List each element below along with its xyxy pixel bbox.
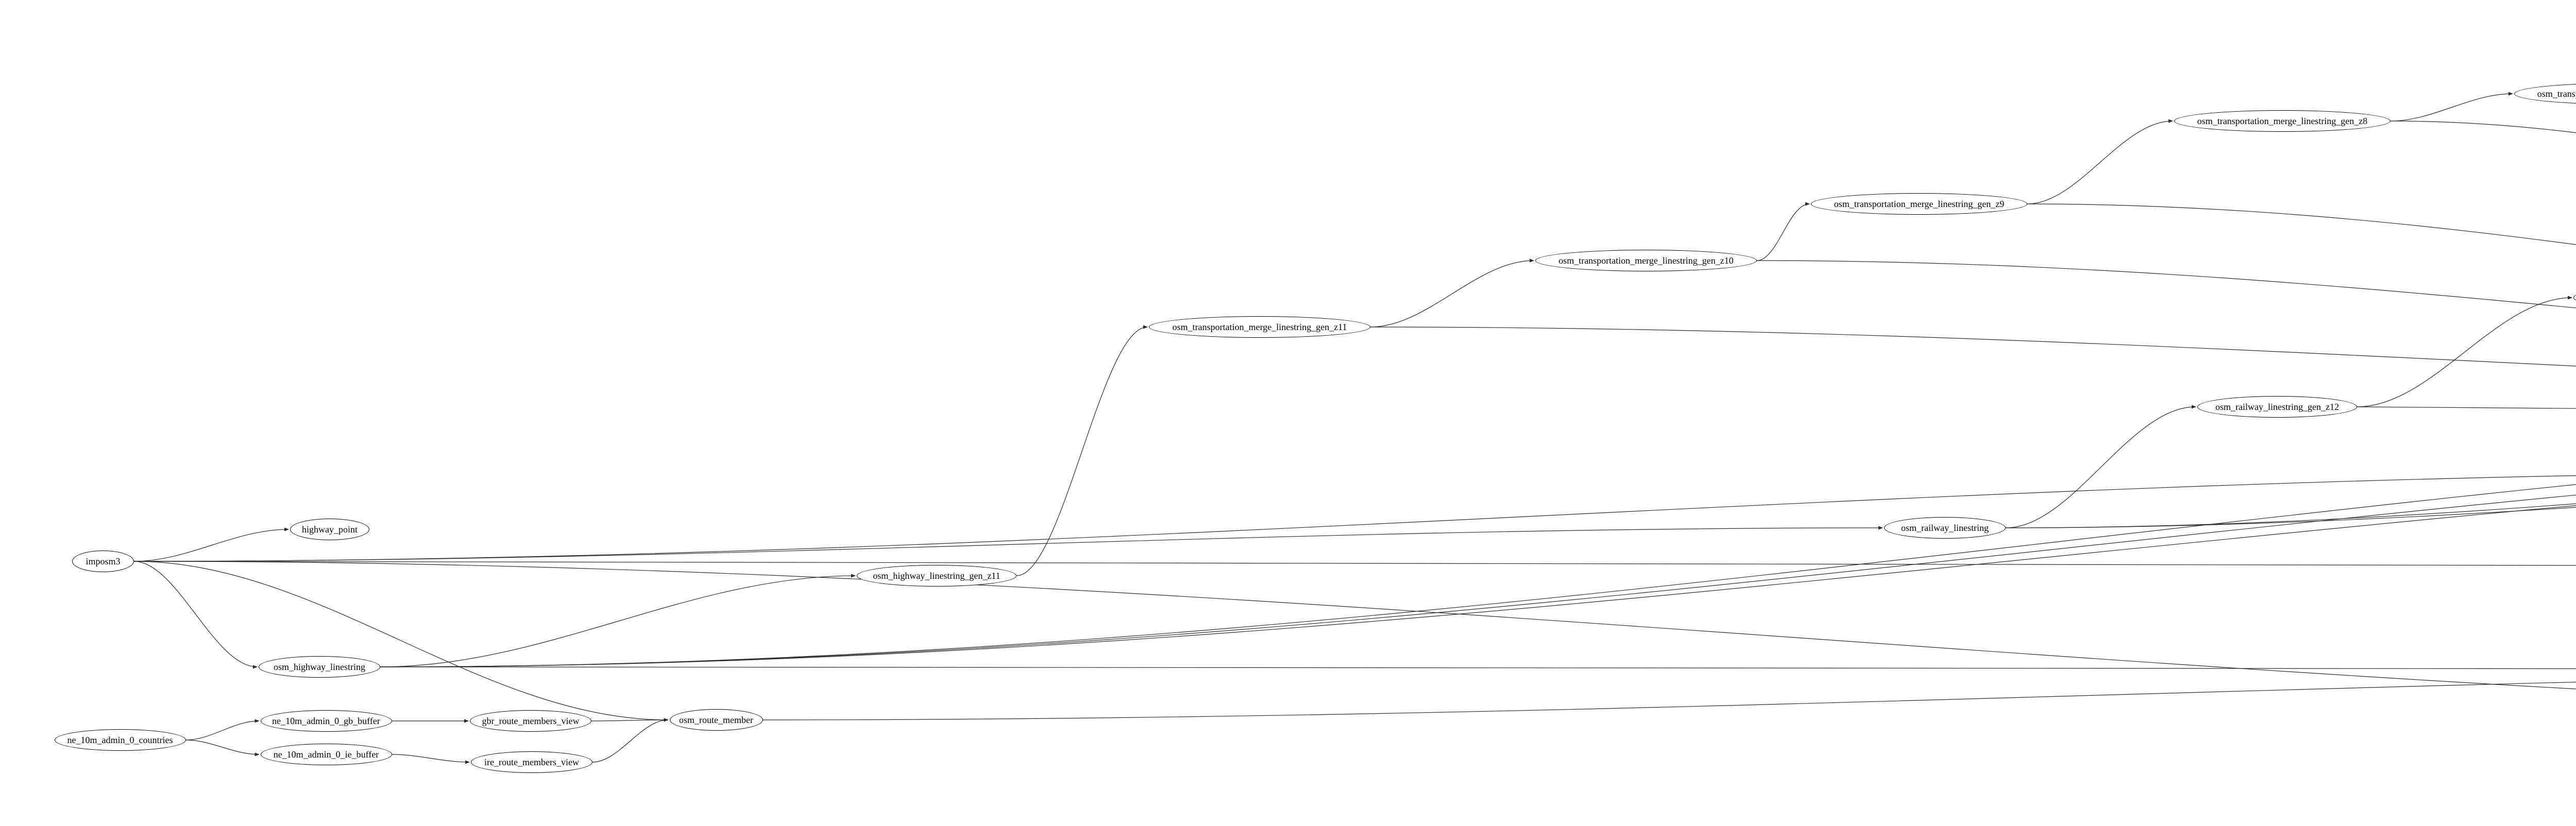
node-imposm3: imposm3: [72, 550, 134, 572]
edge-ie-to-irv: [392, 754, 470, 764]
edge-imposm3-to-aer: [133, 561, 2576, 566]
edge-r12-to-r11: [2357, 296, 2572, 407]
edge-hwy-to-h11: [380, 574, 856, 667]
node-rm: osm_route_member: [669, 709, 763, 731]
node-mz9: osm_transportation_merge_linestring_gen_…: [1811, 193, 2027, 215]
node-mz11: osm_transportation_merge_linestring_gen_…: [1149, 316, 1370, 338]
edge-mz8-to-mz7: [2390, 92, 2513, 122]
edge-irv-to-rm: [592, 718, 669, 763]
edge-imposm3-to-rm: [133, 561, 669, 722]
node-label: osm_transportation_merge_linestring_gen_…: [1172, 321, 1347, 332]
node-label: osm_highway_linestring: [274, 661, 365, 672]
node-irv: ire_route_members_view: [471, 751, 592, 773]
edge-mz11-to-mz10: [1370, 259, 1534, 328]
edge-mz8-to-z8: [2390, 121, 2576, 133]
node-ne: ne_10m_admin_0_countries: [54, 729, 186, 751]
node-h11: osm_highway_linestring_gen_z11: [857, 565, 1016, 587]
edge-hwy-to-z14plus: [380, 505, 2576, 667]
node-label: imposm3: [86, 556, 121, 566]
edge-rm-to-net: [762, 681, 2576, 720]
edge-gbv-to-rm: [591, 718, 669, 722]
node-label: ne_10m_admin_0_ie_buffer: [273, 749, 379, 760]
node-label: osm_transportation_merge_linestring_gen_…: [1558, 255, 1734, 266]
edge-r12-to-z12: [2357, 406, 2576, 408]
edge-ne-to-ie: [185, 739, 260, 756]
edge-imposm3-to-rly: [133, 526, 1883, 562]
node-hp: highway_point: [290, 519, 369, 540]
node-r12: osm_railway_linestring_gen_z12: [2197, 396, 2357, 418]
node-label: osm_railway_linestring_gen_z12: [2215, 401, 2339, 412]
edge-imposm3-to-poly: [133, 561, 2576, 690]
node-ie: ne_10m_admin_0_ie_buffer: [260, 744, 392, 765]
edge-hwy-to-net: [380, 666, 2576, 669]
edge-mz9-to-z9: [2027, 203, 2576, 245]
edge-mz9-to-mz8: [2027, 119, 2173, 204]
edge-imposm3-to-hwy: [133, 561, 258, 669]
edge-rly-to-r12: [2005, 405, 2196, 528]
edge-imposm3-to-shp: [133, 475, 2576, 562]
node-label: osm_route_member: [679, 714, 753, 725]
edge-rly-to-z14plus: [2005, 507, 2576, 528]
node-gb: ne_10m_admin_0_gb_buffer: [260, 710, 392, 732]
node-label: osm_transportation_merge_linestring_gen_…: [2537, 88, 2576, 99]
node-label: ne_10m_admin_0_gb_buffer: [272, 715, 380, 726]
node-label: ire_route_members_view: [484, 756, 579, 767]
node-label: ne_10m_admin_0_countries: [67, 734, 173, 745]
node-label: gbr_route_members_view: [482, 715, 580, 726]
edge-ne-to-gb: [185, 719, 260, 741]
edge-imposm3-to-hp: [133, 527, 289, 562]
node-mz8: osm_transportation_merge_linestring_gen_…: [2174, 110, 2391, 132]
node-gbv: gbr_route_members_view: [470, 710, 591, 732]
edge-h11-to-mz11: [1016, 325, 1148, 576]
node-hwy: osm_highway_linestring: [259, 656, 380, 678]
node-label: osm_railway_linestring: [1901, 522, 1989, 533]
node-rly: osm_railway_linestring: [1884, 517, 2006, 539]
node-label: highway_point: [302, 524, 358, 535]
node-label: osm_transportation_merge_linestring_gen_…: [2197, 115, 2368, 126]
edge-hwy-to-z12: [380, 484, 2576, 667]
node-label: osm_transportation_merge_linestring_gen_…: [1834, 198, 2005, 209]
node-mz10: osm_transportation_merge_linestring_gen_…: [1535, 250, 1757, 271]
edge-rly-to-z13: [2005, 503, 2576, 528]
edge-mz10-to-z10: [1756, 260, 2576, 308]
node-label: osm_highway_linestring_gen_z11: [873, 570, 1001, 581]
edge-mz11-to-z11: [1370, 326, 2576, 367]
edge-mz10-to-mz9: [1756, 202, 1810, 261]
edge-hwy-to-z13: [380, 494, 2576, 667]
